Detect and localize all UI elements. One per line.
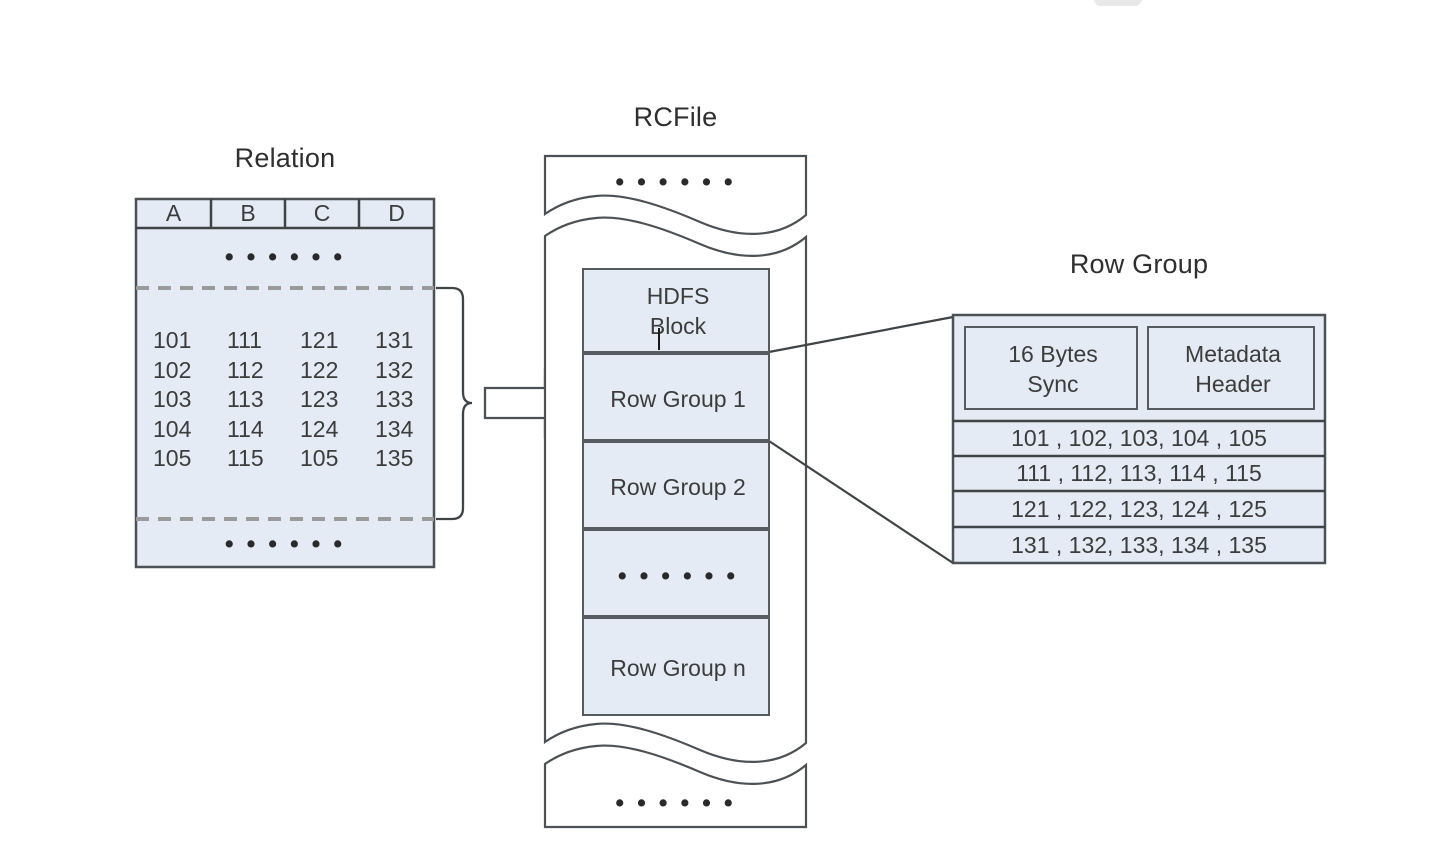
row-group-1-cell[interactable]: Row Group 1: [582, 353, 770, 441]
relation-values-column-d: 131 132 133 134 135: [375, 327, 414, 471]
row-group-2-cell[interactable]: Row Group 2: [582, 441, 770, 529]
top-edge-artifact: [1094, 0, 1142, 6]
rcfile-title: RCFile: [633, 102, 718, 132]
transform-arrow: [483, 368, 585, 439]
rowgroup-column-stripe-4: 131 , 132, 133, 134 , 135: [1011, 531, 1267, 558]
rcfile-top-ellipsis: • • • • • •: [615, 168, 736, 196]
relation-top-ellipsis: • • • • • •: [224, 243, 346, 271]
rowgroup-title: Row Group: [1069, 249, 1209, 279]
connector-line-bottom: [768, 440, 954, 564]
metadata-header-line-2: Header: [1195, 370, 1271, 397]
text-caret-artifact: [658, 328, 660, 350]
relation-column-header-d: D: [388, 200, 405, 226]
row-group-ellipsis-cell: • • • • • •: [582, 529, 770, 617]
metadata-header-box: Metadata Header: [1147, 326, 1315, 410]
row-group-ellipsis-label: • • • • • •: [617, 562, 739, 590]
rowgroup-column-stripe-3: 121 , 122, 123, 124 , 125: [1011, 495, 1267, 522]
hdfs-block-cell[interactable]: HDFS Block: [582, 268, 770, 353]
sync-marker-box: 16 Bytes Sync: [964, 326, 1138, 410]
row-group-2-label: Row Group 2: [610, 473, 746, 500]
relation-column-header-b: B: [240, 200, 256, 226]
relation-values-column-b: 111 112 113 114 115: [227, 327, 264, 471]
relation-column-header-c: C: [313, 200, 331, 226]
relation-column-header-a: A: [165, 200, 182, 226]
sync-marker-line-1: 16 Bytes: [1008, 340, 1098, 367]
connector-line-top: [768, 315, 954, 354]
row-group-n-label: Row Group n: [610, 655, 746, 682]
rowgroup-column-stripe-2: 111 , 112, 113, 114 , 115: [1016, 460, 1262, 487]
rowgroup-column-stripe-1: 101 , 102, 103, 104 , 105: [1011, 425, 1267, 452]
metadata-header-line-1: Metadata: [1185, 340, 1281, 367]
hdfs-block-line-1: HDFS: [646, 282, 710, 309]
relation-bottom-ellipsis: • • • • • •: [224, 530, 346, 558]
hdfs-block-line-2: Block: [649, 312, 707, 339]
row-group-n-cell[interactable]: Row Group n: [582, 617, 770, 716]
rcfile-bottom-ellipsis: • • • • • •: [615, 789, 736, 817]
row-slice-brace: [436, 286, 473, 521]
relation-values-column-c: 121 122 123 124 105: [300, 327, 339, 471]
sync-marker-line-2: Sync: [1027, 370, 1079, 397]
relation-values-column-a: 101 102 103 104 105: [153, 327, 192, 471]
relation-title: Relation: [234, 143, 336, 173]
row-group-1-label: Row Group 1: [610, 385, 746, 412]
